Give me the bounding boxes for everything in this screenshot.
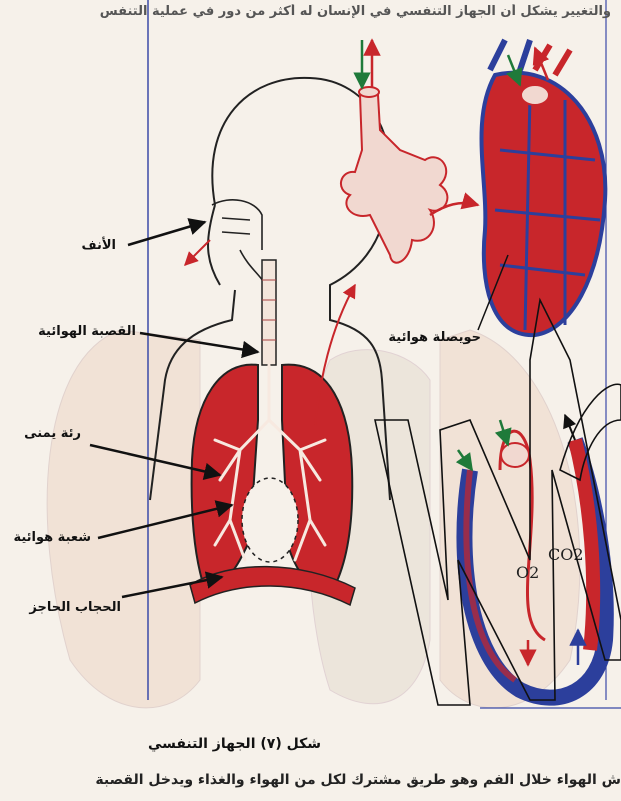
- figure-caption: شكل (٧) الجهاز التنفسي: [148, 736, 321, 752]
- page-text-top: والتغيير يشكل أن الجهاز التنفسي في الإنس…: [11, 4, 611, 19]
- nose-red-arrow: [185, 240, 210, 265]
- capillary-black-arrow: [565, 415, 575, 440]
- label-bronchiole: شعبة هوائية: [13, 530, 91, 545]
- label-alveolus: حويصلة هوائية: [388, 330, 481, 345]
- label-trachea: القصبة الهوائية: [38, 324, 136, 339]
- label-diaphragm: الحجاب الحاجز: [29, 600, 121, 615]
- nasal-cavity-outline: [212, 200, 268, 290]
- bronchiole-detail: [341, 87, 447, 263]
- label-right-lung: رئة يمنى: [24, 426, 81, 441]
- trachea: [262, 260, 276, 365]
- heart-area: [242, 478, 298, 562]
- nose-arrow: [128, 222, 205, 245]
- right-lung: [192, 365, 258, 590]
- label-nose: الأنف: [82, 238, 117, 253]
- alveolus-cluster: [482, 40, 606, 335]
- page-text-bottom: ش الهواء خلال الفم وهو طريق مشترك لكل من…: [0, 772, 621, 788]
- oxygen-label: O2: [516, 563, 539, 582]
